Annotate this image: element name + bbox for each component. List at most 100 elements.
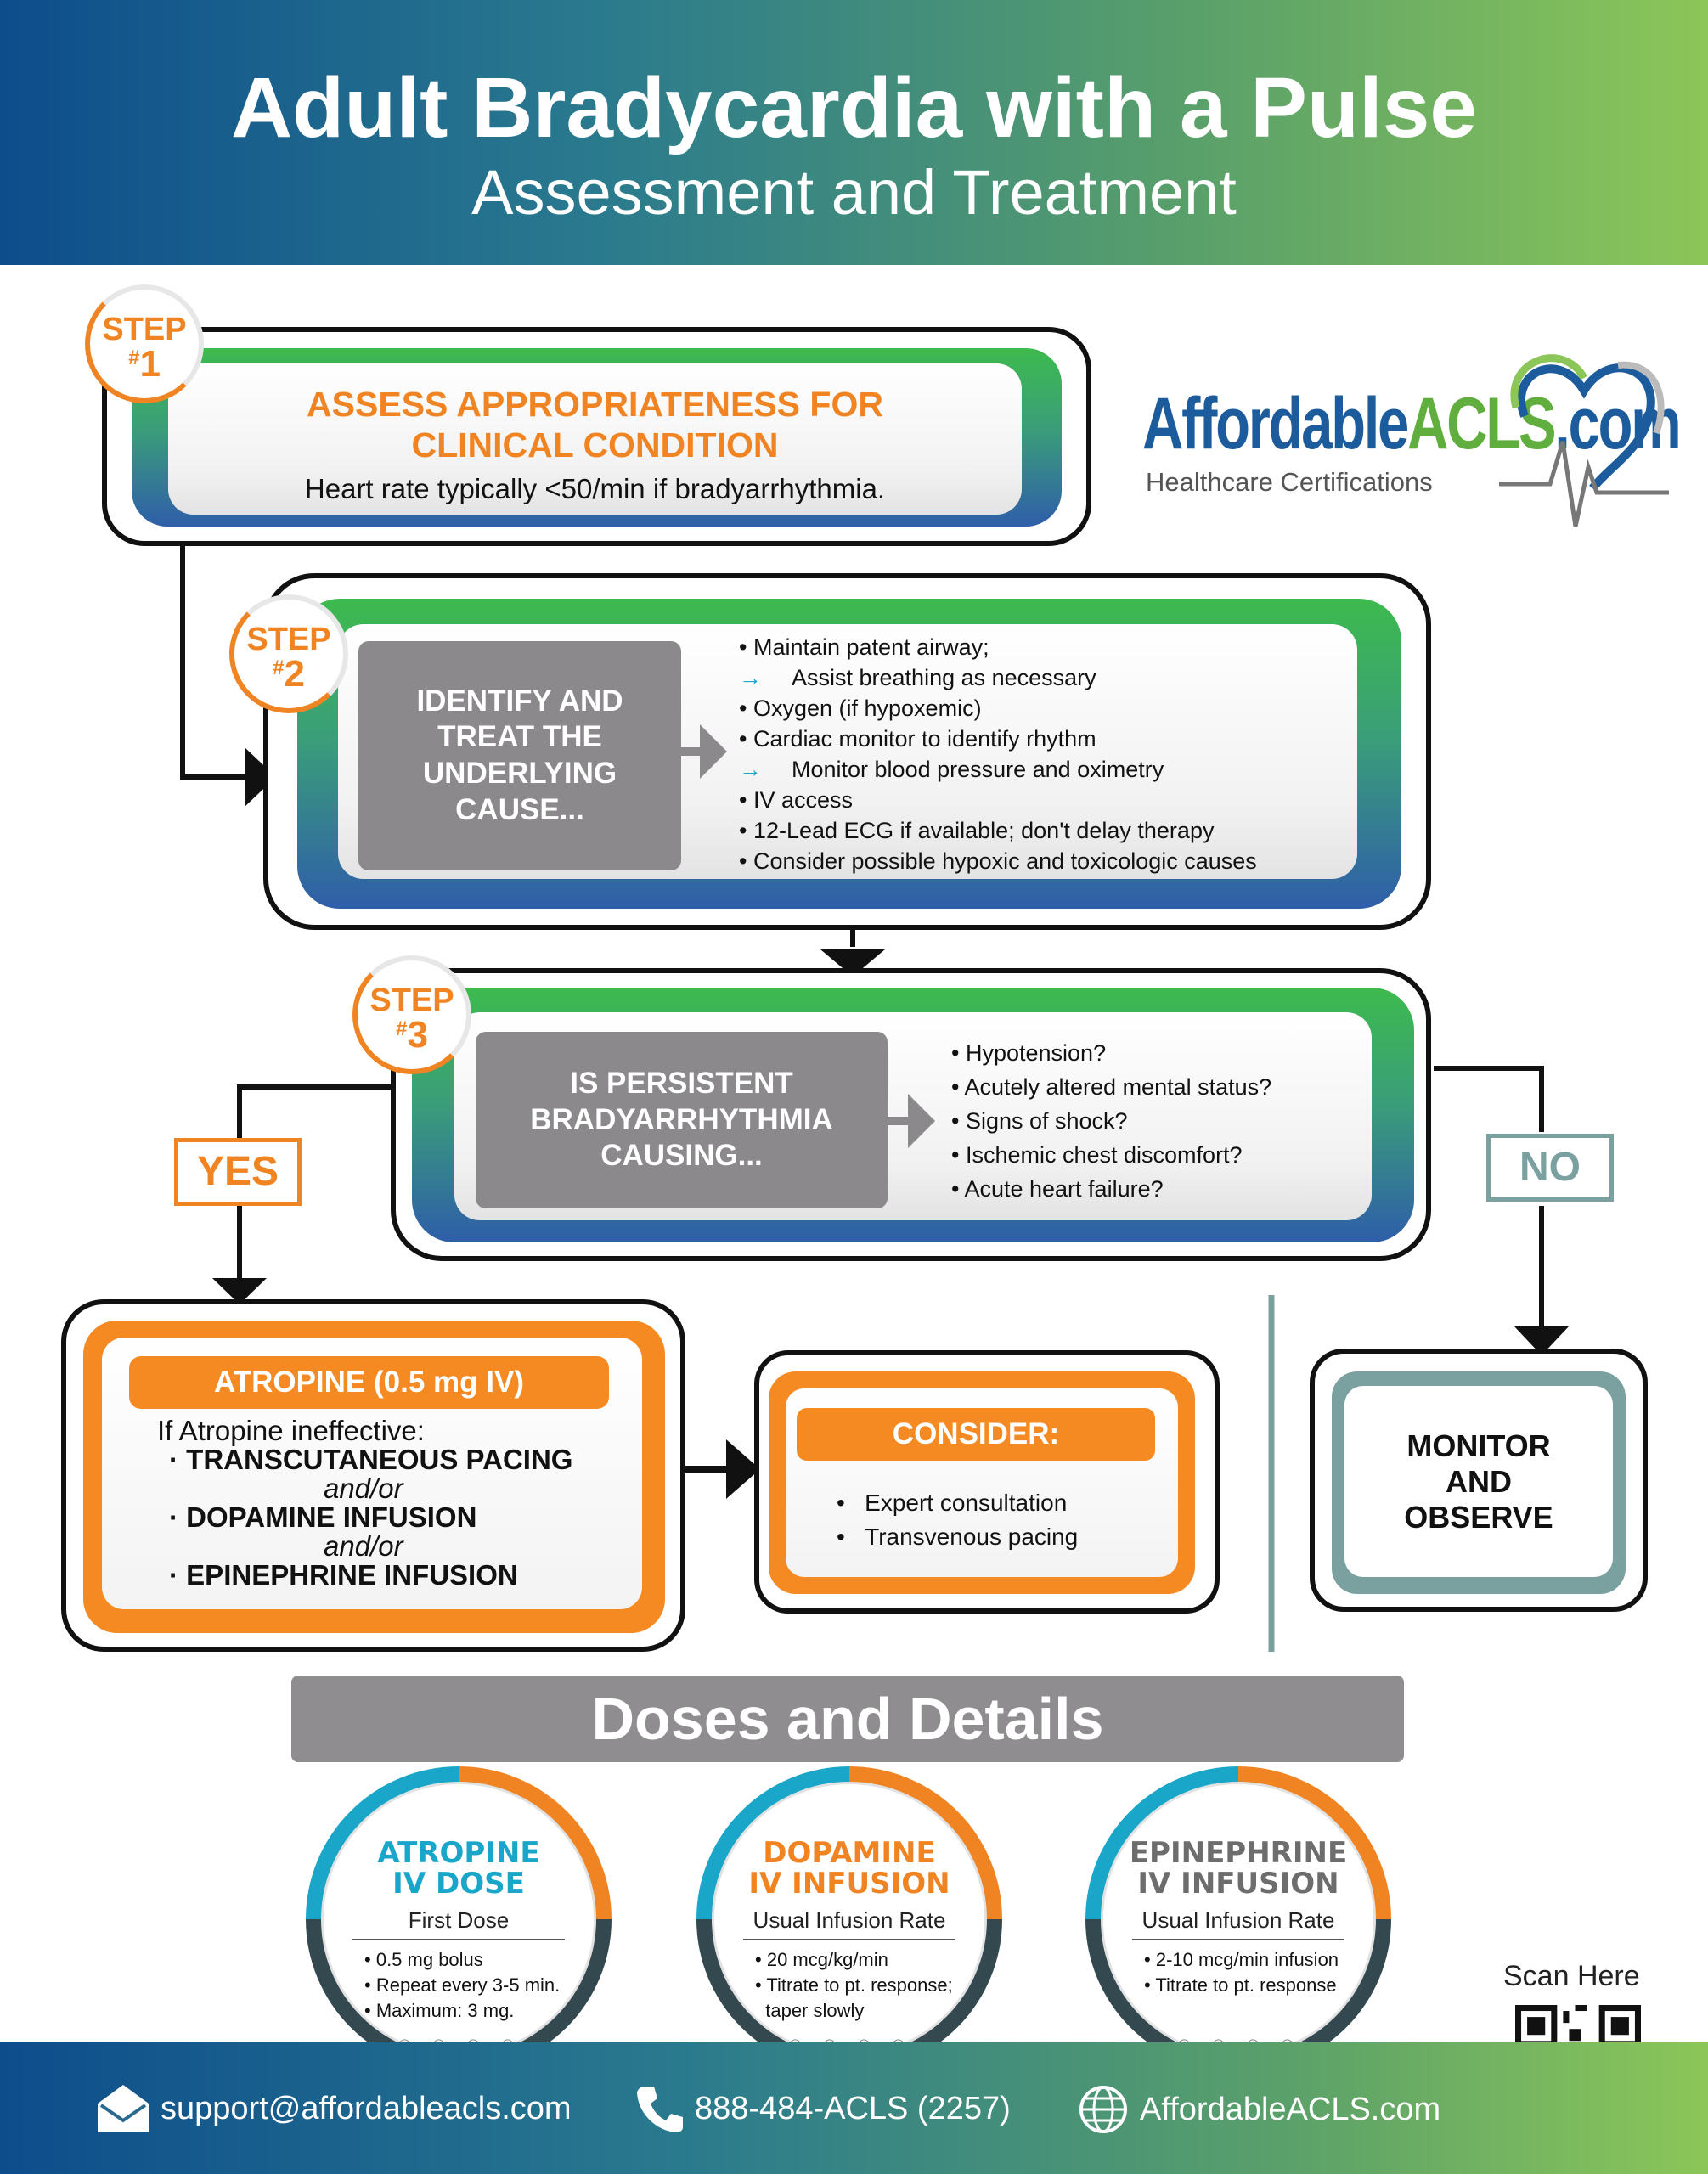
step2-item: • Cardiac monitor to identify rhythm [739, 726, 1096, 752]
footer-bar: support@affordableacls.com 888-484-ACLS … [0, 2042, 1708, 2174]
atropine-intro: If Atropine ineffective: [157, 1415, 425, 1446]
page-title: Adult Bradycardia with a Pulse [230, 60, 1478, 155]
arrow-right-icon: → [739, 665, 762, 690]
monitor-panel: MONITOR AND OBSERVE [1344, 1386, 1613, 1577]
step2-item: • 12-Lead ECG if available; don't delay … [739, 818, 1215, 843]
step2-question-box: IDENTIFY AND TREAT THE UNDERLYING CAUSE.… [358, 641, 681, 870]
atropine-andor: and/or [324, 1530, 403, 1562]
arrowhead-monitor [1514, 1326, 1569, 1355]
consider-item: • Expert consultation [837, 1490, 1068, 1516]
connector-yes-top [237, 1084, 391, 1142]
step2-subitem: →Assist breathing as necessary [739, 662, 1257, 693]
monitor-line: MONITOR [1406, 1428, 1551, 1463]
step2-box-line: CAUSE... [455, 792, 584, 826]
step2-list: • Maintain patent airway; →Assist breath… [739, 632, 1257, 876]
step3-badge-number: 3 [407, 1014, 428, 1056]
monitor-line: AND [1446, 1463, 1512, 1499]
atropine-dose-list: • 0.5 mg bolus • Repeat every 3-5 min. •… [364, 1949, 561, 2022]
arrowhead-step2 [245, 747, 276, 807]
consider-item: • Transvenous pacing [837, 1523, 1079, 1550]
step2-badge: STEP #2 [229, 594, 348, 713]
footer-phone-text: 888-484-ACLS (2257) [695, 2090, 1011, 2126]
no-label: NO [1486, 1134, 1614, 1202]
step1-badge: STEP #1 [85, 284, 204, 403]
connector-no-top [1434, 1066, 1544, 1132]
logo-part2: ACLS [1407, 383, 1557, 465]
step3-badge: STEP #3 [352, 955, 471, 1074]
footer-email-text: support@affordableacls.com [161, 2090, 572, 2126]
phone-icon [637, 2087, 683, 2132]
step1-title-line2: CLINICAL CONDITION [411, 425, 779, 465]
consider-title: CONSIDER: [797, 1408, 1155, 1461]
step3-item: • Signs of shock? [951, 1108, 1128, 1134]
step2-badge-number: 2 [284, 653, 305, 695]
epinephrine-dose-subtitle: Usual Infusion Rate [1132, 1907, 1344, 1941]
yes-label: YES [174, 1138, 302, 1206]
step1-title: ASSESS APPROPRIATENESS FOR CLINICAL COND… [168, 384, 1022, 466]
step3-box-line: IS PERSISTENT [570, 1066, 793, 1100]
dopamine-dose-inner: DOPAMINE IV INFUSION Usual Infusion Rate… [712, 1782, 987, 2057]
step3-box-line: CAUSING... [600, 1139, 763, 1173]
dopamine-dose-list: • 20 mcg/kg/min • Titrate to pt. respons… [755, 1949, 953, 2022]
footer-email[interactable]: support@affordableacls.com [98, 2085, 572, 2132]
logo-tagline: Healthcare Certifications [1146, 467, 1433, 497]
step3-item: • Acute heart failure? [951, 1176, 1164, 1202]
step1-text: Heart rate typically <50/min if bradyarr… [304, 472, 886, 504]
envelope-icon [98, 2085, 149, 2132]
pulse-line [1499, 441, 1669, 527]
arrowhead-step3 [820, 949, 885, 977]
atropine-dose-inner: ATROPINE IV DOSE First Dose • 0.5 mg bol… [321, 1782, 596, 2057]
step3-list: • Hypotension? • Acutely altered mental … [951, 1036, 1271, 1206]
step3-item: • Acutely altered mental status? [951, 1074, 1272, 1100]
step3-item: • Ischemic chest discomfort? [951, 1142, 1243, 1168]
step2-arrow-icon [679, 724, 727, 779]
arrowhead-consider [726, 1439, 760, 1499]
footer-website[interactable]: AffordableACLS.com [1079, 2085, 1440, 2134]
step3-question-box: IS PERSISTENT BRADYARRHYTHMIA CAUSING... [476, 1032, 888, 1208]
arrow-right-icon: → [739, 757, 762, 782]
atropine-andor: and/or [324, 1473, 403, 1504]
monitor-line: OBSERVE [1404, 1499, 1553, 1535]
footer-website-text: AffordableACLS.com [1140, 2091, 1441, 2127]
dopamine-dose-title: DOPAMINE IV INFUSION [748, 1836, 950, 1901]
step2-item: • IV access [739, 787, 854, 813]
step2-subitem: →Monitor blood pressure and oximetry [739, 754, 1257, 785]
step2-box-line: IDENTIFY AND [416, 684, 623, 718]
header-banner: Adult Bradycardia with a Pulse Assessmen… [0, 0, 1708, 265]
brand-logo: AffordableACLS.com Healthcare Certificat… [1142, 340, 1682, 544]
dopamine-dose-subtitle: Usual Infusion Rate [743, 1907, 955, 1941]
step2-box-line: UNDERLYING [422, 757, 617, 790]
step1-panel: ASSESS APPROPRIATENESS FOR CLINICAL COND… [168, 363, 1022, 515]
atropine-dose-subtitle: First Dose [352, 1907, 565, 1941]
step2-badge-word: STEP [246, 622, 331, 657]
globe-icon [1079, 2086, 1127, 2133]
atropine-option: · DOPAMINE INFUSION [169, 1501, 477, 1533]
epinephrine-dose-title: EPINEPHRINE IV INFUSION [1129, 1836, 1348, 1901]
consider-list: • Expert consultation • Transvenous paci… [837, 1486, 1078, 1554]
step3-item: • Hypotension? [951, 1040, 1107, 1066]
atropine-options: If Atropine ineffective: · TRANSCUTANEOU… [157, 1416, 572, 1590]
epinephrine-dose-list: • 2-10 mcg/min infusion • Titrate to pt.… [1144, 1949, 1339, 1997]
step2-item: • Maintain patent airway; [739, 634, 989, 660]
step1-title-line1: ASSESS APPROPRIATENESS FOR [307, 385, 883, 424]
connector-step1-step2 [180, 544, 248, 780]
page-subtitle: Assessment and Treatment [471, 157, 1237, 228]
epinephrine-dose-inner: EPINEPHRINE IV INFUSION Usual Infusion R… [1101, 1782, 1376, 2057]
logo-part1: Affordable [1142, 383, 1409, 465]
step2-box-line: TREAT THE [437, 720, 602, 754]
step3-badge-word: STEP [369, 983, 454, 1018]
arrowhead-atropine [212, 1278, 267, 1304]
atropine-dose-card: ATROPINE IV DOSE First Dose • 0.5 mg bol… [306, 1766, 612, 2072]
heart-outline-green [1510, 354, 1587, 409]
doses-heading: Doses and Details [291, 1676, 1404, 1762]
step2-item: • Oxygen (if hypoxemic) [739, 696, 982, 721]
step1-badge-number: 1 [139, 343, 161, 385]
atropine-option: · EPINEPHRINE INFUSION [169, 1559, 518, 1591]
atropine-option: · TRANSCUTANEOUS PACING [169, 1444, 573, 1475]
epinephrine-dose-card: EPINEPHRINE IV INFUSION Usual Infusion R… [1085, 1766, 1391, 2072]
footer-phone[interactable]: 888-484-ACLS (2257) [637, 2085, 1011, 2132]
atropine-title: ATROPINE (0.5 mg IV) [129, 1356, 609, 1409]
dopamine-dose-card: DOPAMINE IV INFUSION Usual Infusion Rate… [696, 1766, 1002, 2072]
atropine-dose-title: ATROPINE IV DOSE [377, 1836, 540, 1901]
step3-box-line: BRADYARRHYTHMIA [530, 1102, 833, 1136]
